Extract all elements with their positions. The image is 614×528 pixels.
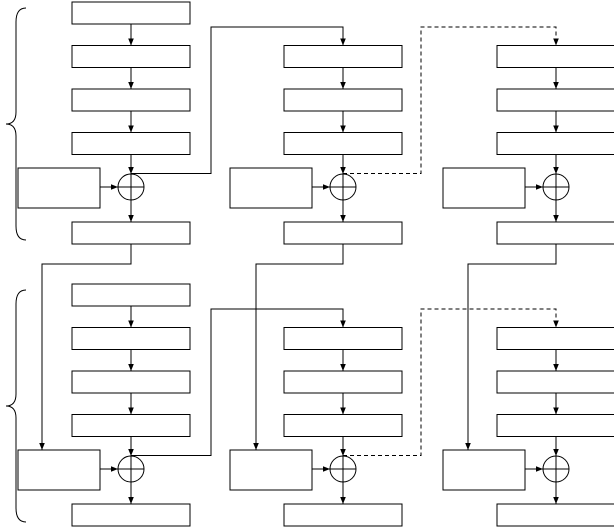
top-col2-register-box-4 <box>283 132 403 155</box>
bottom-link-col1-to-col2 <box>131 308 346 456</box>
bottom-left-brace <box>5 289 27 523</box>
bottom-col1-output-box <box>71 503 191 527</box>
bottom-col2-output-box <box>283 503 403 527</box>
top-col1-register-box-2 <box>71 45 191 68</box>
top-col2-register-box-2 <box>283 45 403 68</box>
feed-top-col1-to-bottom-side-input <box>39 244 132 450</box>
bottom-col2-side-input-box <box>229 449 313 491</box>
bottom-col3-register-box-4 <box>496 414 614 437</box>
top-col1-output-box <box>71 221 191 245</box>
bottom-col3-register-box-2 <box>496 327 614 350</box>
top-col1-register-box-1 <box>71 1 191 25</box>
top-col3-register-box-3 <box>496 88 614 112</box>
bottom-col2-register-box-4 <box>283 414 403 437</box>
feed-top-col2-to-bottom-side-input <box>253 244 344 450</box>
bottom-col3-output-box <box>496 503 614 527</box>
bottom-col1-register-box-1 <box>71 283 191 307</box>
bottom-col1-register-box-3 <box>71 370 191 394</box>
top-col3-register-box-2 <box>496 45 614 68</box>
bottom-link-col2-to-col3 <box>343 308 559 456</box>
top-col2-register-box-3 <box>283 88 403 112</box>
top-link-col1-to-col2 <box>131 26 346 174</box>
bottom-col2-register-box-3 <box>283 370 403 394</box>
bottom-col3-register-box-3 <box>496 370 614 394</box>
top-col3-side-input-box <box>442 167 526 209</box>
top-col1-register-box-3 <box>71 88 191 112</box>
feed-top-col3-to-bottom-side-input <box>465 244 557 450</box>
top-left-brace <box>5 7 27 241</box>
top-link-col2-to-col3 <box>343 26 559 174</box>
bottom-col1-register-box-4 <box>71 414 191 437</box>
top-col2-side-input-box <box>229 167 313 209</box>
bottom-col2-register-box-2 <box>283 327 403 350</box>
bottom-col3-side-input-box <box>442 449 526 491</box>
top-col2-output-box <box>283 221 403 245</box>
top-col3-output-box <box>496 221 614 245</box>
top-col1-register-box-4 <box>71 132 191 155</box>
bottom-col1-register-box-2 <box>71 327 191 350</box>
top-col1-side-input-box <box>17 167 101 209</box>
top-col3-register-box-4 <box>496 132 614 155</box>
bottom-col1-side-input-box <box>17 449 101 491</box>
